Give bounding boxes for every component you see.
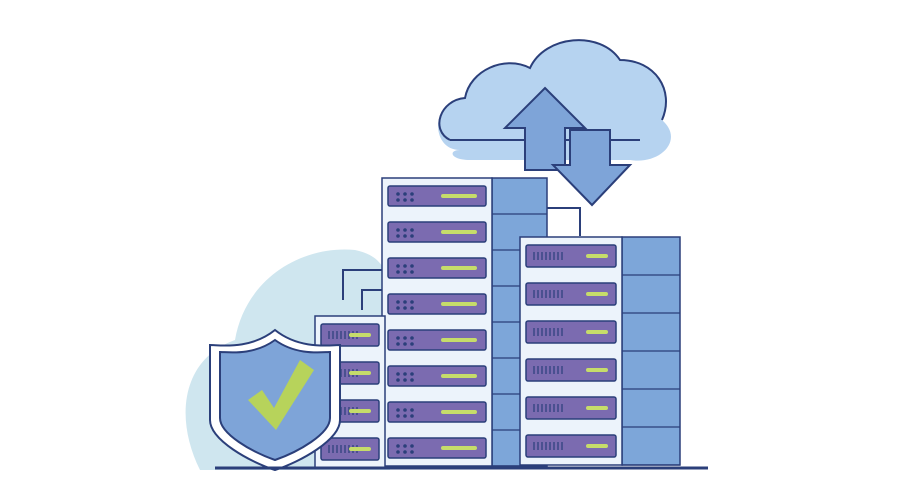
server-rack-icon	[519, 236, 681, 466]
drive-dot	[410, 270, 414, 274]
drive-led	[441, 446, 477, 450]
drive-led	[441, 374, 477, 378]
drive-led	[441, 302, 477, 306]
rack-face	[381, 177, 493, 467]
drive-dot	[396, 450, 400, 454]
drive-dot	[410, 234, 414, 238]
drive-dot	[403, 234, 407, 238]
drive-dot	[396, 306, 400, 310]
drive-dot	[410, 264, 414, 268]
drive-led	[586, 330, 608, 334]
drive-dot	[403, 450, 407, 454]
drive-led	[586, 406, 608, 410]
drive-dot	[403, 378, 407, 382]
drive-dot	[410, 372, 414, 376]
drive-dot	[410, 192, 414, 196]
drive-bay	[525, 244, 617, 268]
drive-dot	[396, 342, 400, 346]
drive-led	[586, 368, 608, 372]
drive-bay	[525, 434, 617, 458]
drive-dot	[396, 270, 400, 274]
drive-dot	[410, 306, 414, 310]
drive-dot	[396, 228, 400, 232]
drive-dot	[403, 264, 407, 268]
drive-dot	[396, 264, 400, 268]
drive-dot	[410, 198, 414, 202]
checkmark-icon	[248, 360, 314, 430]
drive-dot	[403, 414, 407, 418]
download-arrow-icon	[550, 129, 633, 207]
drive-dot	[410, 450, 414, 454]
drive-dot	[396, 198, 400, 202]
drive-dot	[396, 336, 400, 340]
drive-led	[441, 338, 477, 342]
drive-dot	[396, 378, 400, 382]
drive-dot	[403, 198, 407, 202]
drive-dot	[403, 228, 407, 232]
drive-led	[349, 371, 371, 375]
drive-dot	[403, 306, 407, 310]
drive-led	[586, 254, 608, 258]
drive-led	[586, 444, 608, 448]
drive-led	[349, 333, 371, 337]
drive-dot	[396, 192, 400, 196]
drive-dot	[396, 372, 400, 376]
drive-led	[349, 447, 371, 451]
drive-led	[441, 194, 477, 198]
drive-bay	[525, 358, 617, 382]
drive-dot	[396, 444, 400, 448]
drive-dot	[403, 192, 407, 196]
drive-dot	[403, 300, 407, 304]
server-racks	[314, 177, 681, 469]
drive-dot	[403, 270, 407, 274]
drive-dot	[403, 372, 407, 376]
drive-dot	[410, 414, 414, 418]
upload-arrow-icon	[502, 86, 588, 171]
drive-led	[441, 230, 477, 234]
drive-dot	[410, 228, 414, 232]
drive-bay	[525, 320, 617, 344]
drive-led	[349, 409, 371, 413]
drive-led	[586, 292, 608, 296]
shield-check-icon	[209, 328, 341, 472]
drive-dot	[403, 444, 407, 448]
drive-dot	[396, 408, 400, 412]
drive-bay	[525, 282, 617, 306]
drive-dot	[396, 234, 400, 238]
drive-bay	[525, 396, 617, 420]
drive-dot	[403, 336, 407, 340]
drive-dot	[410, 342, 414, 346]
drive-dot	[403, 342, 407, 346]
drive-dot	[396, 414, 400, 418]
rack-face	[519, 236, 623, 466]
drive-dot	[396, 300, 400, 304]
drive-led	[441, 266, 477, 270]
drive-dot	[410, 378, 414, 382]
drive-dot	[403, 408, 407, 412]
drive-dot	[410, 408, 414, 412]
drive-dot	[410, 336, 414, 340]
drive-dot	[410, 300, 414, 304]
drive-led	[441, 410, 477, 414]
drive-dot	[410, 444, 414, 448]
